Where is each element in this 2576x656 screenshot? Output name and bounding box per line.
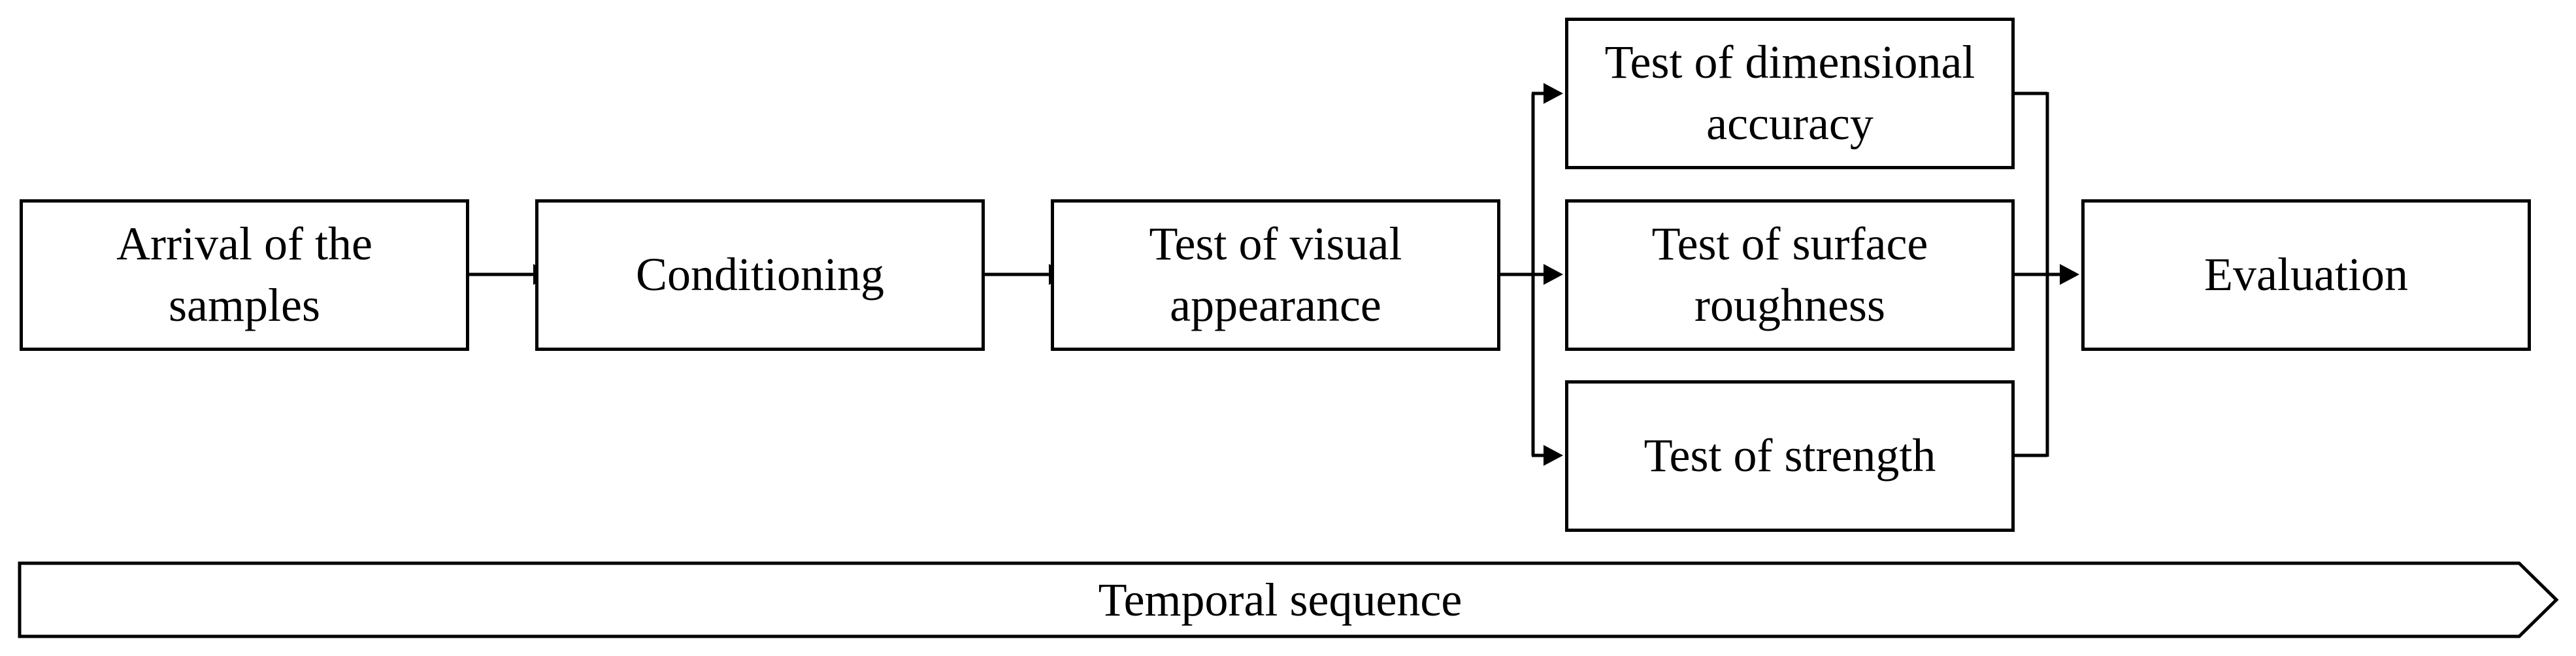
- arrowhead-dimensional: [1544, 83, 1563, 104]
- node-test-strength: Test of strength: [1565, 380, 2015, 532]
- arrowhead-strength: [1544, 445, 1563, 466]
- node-test-visual-appearance: Test of visual appearance: [1051, 199, 1500, 351]
- temporal-sequence-arrow: [18, 561, 2559, 638]
- node-evaluation: Evaluation: [2081, 199, 2531, 351]
- arrowhead-evaluation: [2060, 264, 2079, 285]
- node-test-dimensional-accuracy: Test of dimensional accuracy: [1565, 18, 2015, 169]
- node-test-surface-roughness: Test of surface roughness: [1565, 199, 2015, 351]
- arrowhead-roughness: [1544, 264, 1563, 285]
- node-arrival-of-samples: Arrival of the samples: [20, 199, 469, 351]
- temporal-sequence-label: Temporal sequence: [1098, 573, 1462, 626]
- node-conditioning: Conditioning: [535, 199, 985, 351]
